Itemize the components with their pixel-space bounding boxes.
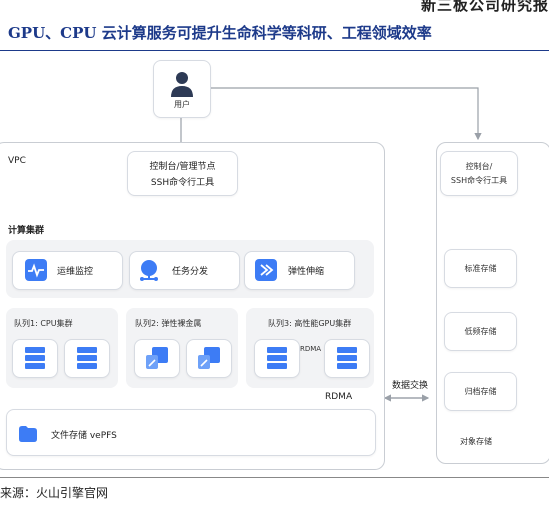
console-line2: SSH命令行工具 xyxy=(150,178,215,188)
tier-archive[interactable]: 归档存储 xyxy=(444,372,517,411)
footer-divider xyxy=(0,477,549,478)
service-monitoring[interactable]: 运维监控 xyxy=(12,251,123,290)
monitor-icon xyxy=(25,259,47,281)
user-icon xyxy=(171,72,193,97)
page-title: GPU、CPU 云计算服务可提升生命科学等科研、工程领域效率 xyxy=(8,24,432,42)
source-note: 来源：火山引擎官网 xyxy=(0,486,109,500)
service-monitoring-label: 运维监控 xyxy=(57,267,94,277)
report-header: 新三板公司研究报 xyxy=(420,0,549,14)
queue3-gpu-a[interactable] xyxy=(254,339,300,378)
service-dispatch[interactable]: 任务分发 xyxy=(129,251,240,290)
data-exchange-label: 数据交换 xyxy=(392,381,429,391)
dispatch-icon xyxy=(140,260,158,281)
queue2-label: 队列2: 弹性裸金属 xyxy=(135,319,202,328)
server-icon xyxy=(77,347,97,369)
cluster-label: 计算集群 xyxy=(8,226,45,236)
console-right-line2: SSH命令行工具 xyxy=(450,176,508,185)
server-icon xyxy=(267,347,287,369)
tier-archive-label: 归档存储 xyxy=(464,387,497,396)
console-right[interactable]: 控制台/ SSH命令行工具 xyxy=(440,151,518,196)
object-storage-label: 对象存储 xyxy=(460,437,492,446)
baremetal-icon xyxy=(146,347,168,369)
tier-infrequent-label: 低频存储 xyxy=(464,327,497,336)
tier-infrequent[interactable]: 低频存储 xyxy=(444,312,517,351)
tier-standard-label: 标准存储 xyxy=(464,264,497,273)
console-right-line1: 控制台/ xyxy=(465,162,493,171)
rdma-inner-label: RDMA xyxy=(300,345,322,353)
queue1-server-a[interactable] xyxy=(12,339,58,378)
service-dispatch-label: 任务分发 xyxy=(172,267,209,277)
server-icon xyxy=(25,347,45,369)
queue1-server-b[interactable] xyxy=(64,339,110,378)
file-storage-label: 文件存储 vePFS xyxy=(51,431,117,441)
queue3-label: 队列3: 高性能GPU集群 xyxy=(268,319,352,328)
cloud-folder-icon xyxy=(19,426,37,442)
queue1-label: 队列1: CPU集群 xyxy=(14,319,73,328)
console-line1: 控制台/管理节点 xyxy=(149,162,216,172)
autoscale-icon xyxy=(255,259,277,281)
console-management-node[interactable]: 控制台/管理节点 SSH命令行工具 xyxy=(127,151,238,196)
file-storage-vepfs[interactable]: 文件存储 vePFS xyxy=(6,409,376,456)
service-autoscaling[interactable]: 弹性伸缩 xyxy=(244,251,355,290)
user-label: 用户 xyxy=(174,100,190,109)
queue2-baremetal-a[interactable] xyxy=(134,339,180,378)
queue3-gpu-b[interactable] xyxy=(324,339,370,378)
queue2-baremetal-b[interactable] xyxy=(186,339,232,378)
baremetal-icon xyxy=(198,347,220,369)
server-icon xyxy=(337,347,357,369)
rdma-label: RDMA xyxy=(325,392,353,402)
title-divider xyxy=(0,50,549,51)
tier-standard[interactable]: 标准存储 xyxy=(444,249,517,288)
user-node[interactable]: 用户 xyxy=(153,60,211,118)
vpc-label: VPC xyxy=(8,156,26,166)
service-autoscaling-label: 弹性伸缩 xyxy=(288,267,325,277)
